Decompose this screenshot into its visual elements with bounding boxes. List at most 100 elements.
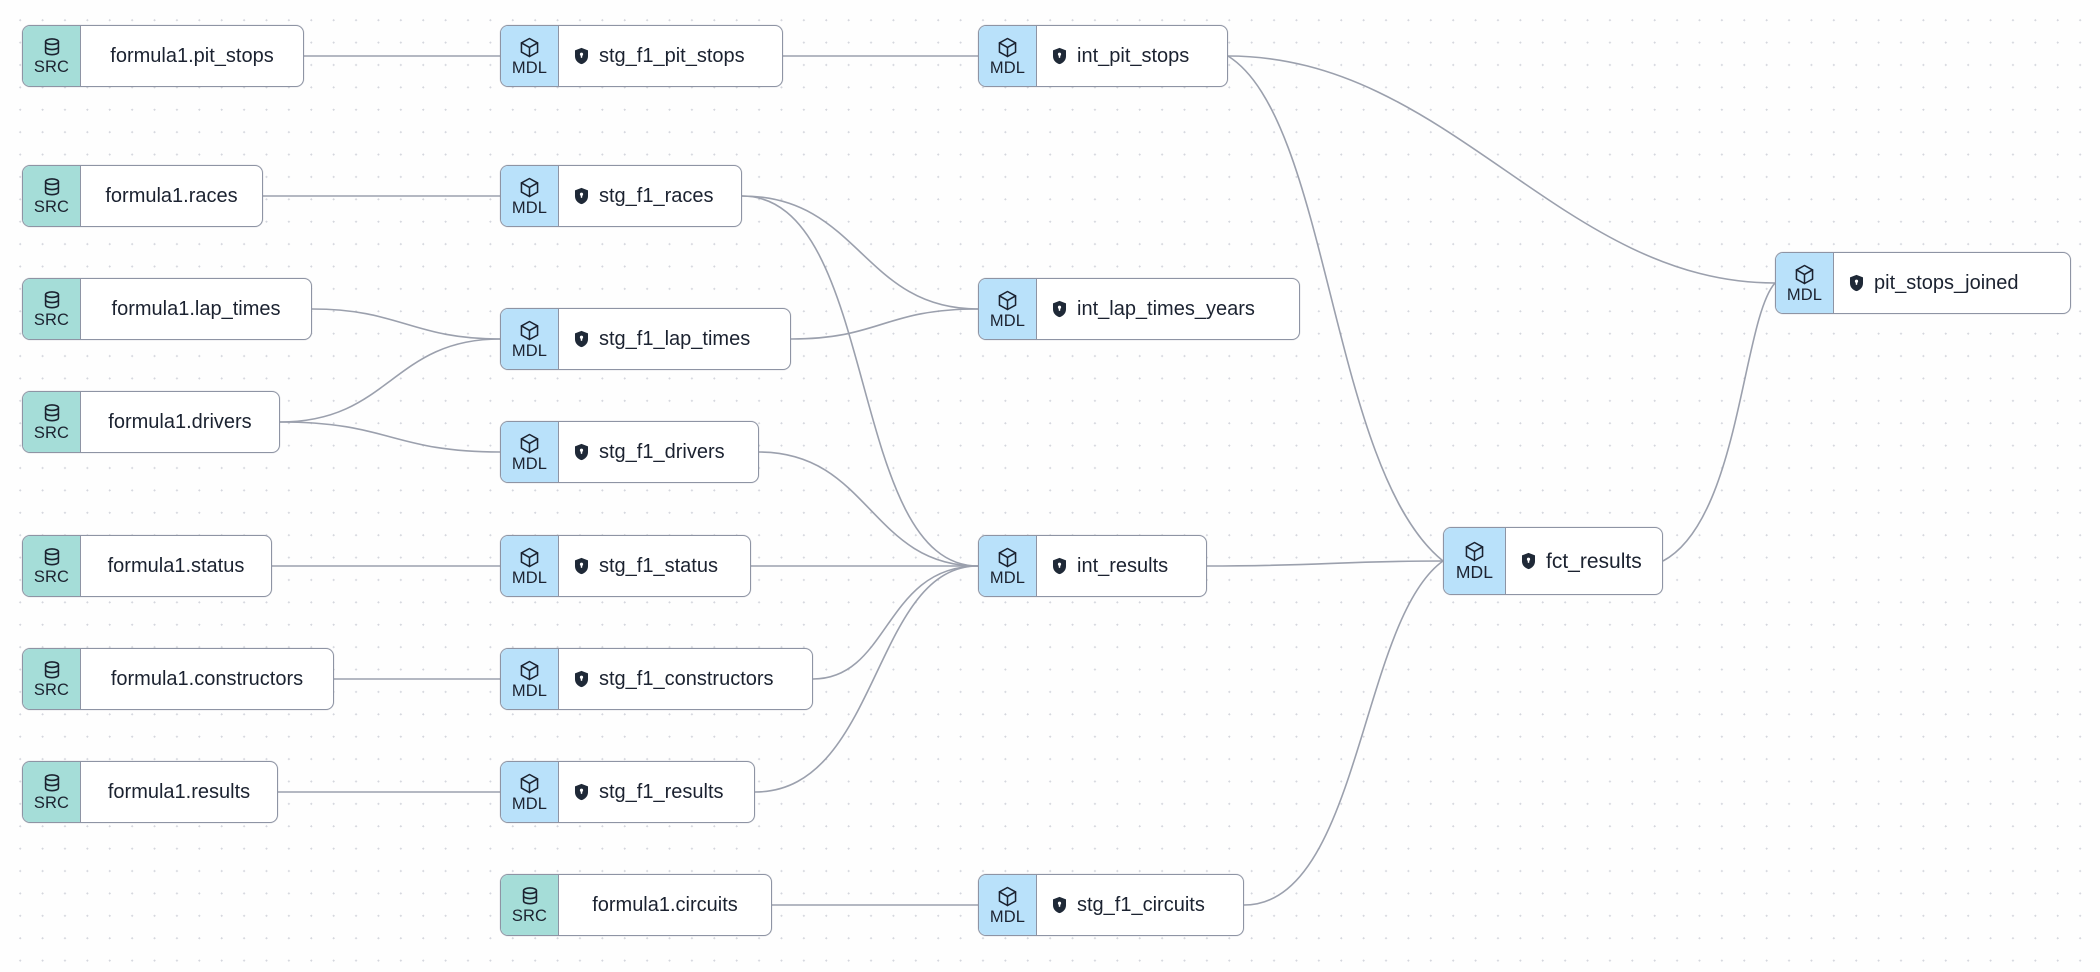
graph-node-stg_constructors[interactable]: MDL stg_f1_constructors — [500, 648, 813, 710]
cube-icon — [518, 36, 541, 59]
node-type-label: MDL — [1786, 285, 1823, 304]
cube-icon — [996, 885, 1019, 908]
shield-icon — [1051, 896, 1068, 914]
node-body-stg_circuits: stg_f1_circuits — [1037, 875, 1243, 935]
cube-icon — [518, 176, 541, 199]
graph-node-src_pit_stops[interactable]: SRC formula1.pit_stops — [22, 25, 304, 87]
node-body-src_results: formula1.results — [81, 762, 277, 822]
cube-icon — [1793, 263, 1816, 286]
graph-node-src_drivers[interactable]: SRC formula1.drivers — [22, 391, 280, 453]
node-body-pit_stops_joined: pit_stops_joined — [1834, 253, 2070, 313]
node-body-src_circuits: formula1.circuits — [559, 875, 771, 935]
cube-icon — [996, 36, 1019, 59]
graph-node-stg_races[interactable]: MDL stg_f1_races — [500, 165, 742, 227]
graph-node-src_races[interactable]: SRC formula1.races — [22, 165, 263, 227]
graph-node-stg_results[interactable]: MDL stg_f1_results — [500, 761, 755, 823]
database-icon — [41, 402, 63, 424]
graph-node-src_circuits[interactable]: SRC formula1.circuits — [500, 874, 772, 936]
graph-node-stg_lap_times[interactable]: MDL stg_f1_lap_times — [500, 308, 791, 370]
shield-icon — [1051, 557, 1068, 575]
node-label-stg_results: stg_f1_results — [599, 781, 724, 803]
node-label-src_results: formula1.results — [107, 781, 251, 803]
node-body-int_lap_times_years: int_lap_times_years — [1037, 279, 1299, 339]
node-type-label: MDL — [989, 311, 1026, 330]
graph-node-int_pit_stops[interactable]: MDL int_pit_stops — [978, 25, 1228, 87]
cube-icon — [518, 319, 541, 342]
database-icon — [41, 546, 63, 568]
edge-int_results-to-fct_results — [1206, 560, 1444, 567]
shield-icon — [573, 443, 590, 461]
graph-node-int_results[interactable]: MDL int_results — [978, 535, 1207, 597]
database-icon — [519, 885, 541, 907]
edge-stg_constructors-to-int_results — [812, 565, 979, 680]
node-label-src_pit_stops: formula1.pit_stops — [110, 45, 274, 67]
node-type-badge-stg_circuits: MDL — [979, 875, 1037, 935]
node-label-stg_constructors: stg_f1_constructors — [599, 668, 774, 690]
shield-icon — [573, 330, 590, 348]
node-type-label: SRC — [33, 58, 70, 77]
node-type-badge-pit_stops_joined: MDL — [1776, 253, 1834, 313]
node-type-badge-stg_constructors: MDL — [501, 649, 559, 709]
node-label-src_drivers: formula1.drivers — [108, 411, 252, 433]
node-label-int_results: int_results — [1077, 555, 1169, 577]
node-body-src_lap_times: formula1.lap_times — [81, 279, 311, 339]
node-label-src_races: formula1.races — [105, 185, 238, 207]
node-type-label: SRC — [33, 424, 70, 443]
node-type-label: MDL — [989, 568, 1026, 587]
node-type-badge-src_pit_stops: SRC — [23, 26, 81, 86]
cube-icon — [518, 546, 541, 569]
graph-node-stg_pit_stops[interactable]: MDL stg_f1_pit_stops — [500, 25, 783, 87]
node-label-pit_stops_joined: pit_stops_joined — [1874, 272, 2019, 294]
edge-stg_drivers-to-int_results — [758, 451, 979, 567]
node-type-label: MDL — [989, 58, 1026, 77]
node-label-stg_lap_times: stg_f1_lap_times — [599, 328, 751, 350]
node-type-label: MDL — [511, 198, 548, 217]
node-label-int_lap_times_years: int_lap_times_years — [1077, 298, 1255, 320]
shield-icon — [1520, 552, 1537, 570]
node-type-label: SRC — [511, 907, 548, 926]
node-label-stg_pit_stops: stg_f1_pit_stops — [599, 45, 745, 67]
node-type-badge-src_circuits: SRC — [501, 875, 559, 935]
graph-node-int_lap_times_years[interactable]: MDL int_lap_times_years — [978, 278, 1300, 340]
graph-node-src_constructors[interactable]: SRC formula1.constructors — [22, 648, 334, 710]
edge-int_pit_stops-to-pit_stops_joined — [1227, 55, 1776, 284]
node-type-badge-stg_pit_stops: MDL — [501, 26, 559, 86]
node-type-badge-src_drivers: SRC — [23, 392, 81, 452]
shield-icon — [573, 187, 590, 205]
cube-icon — [518, 432, 541, 455]
node-type-label: SRC — [33, 198, 70, 217]
node-label-int_pit_stops: int_pit_stops — [1077, 45, 1190, 67]
node-body-stg_results: stg_f1_results — [559, 762, 754, 822]
node-type-label: MDL — [511, 341, 548, 360]
node-type-badge-fct_results: MDL — [1444, 528, 1506, 594]
node-type-label: SRC — [33, 681, 70, 700]
node-type-badge-stg_results: MDL — [501, 762, 559, 822]
cube-icon — [996, 546, 1019, 569]
node-type-badge-stg_races: MDL — [501, 166, 559, 226]
node-body-stg_races: stg_f1_races — [559, 166, 741, 226]
shield-icon — [1051, 300, 1068, 318]
node-type-badge-src_results: SRC — [23, 762, 81, 822]
shield-icon — [573, 783, 590, 801]
graph-node-src_results[interactable]: SRC formula1.results — [22, 761, 278, 823]
node-body-int_results: int_results — [1037, 536, 1206, 596]
graph-node-pit_stops_joined[interactable]: MDL pit_stops_joined — [1775, 252, 2071, 314]
node-type-badge-int_results: MDL — [979, 536, 1037, 596]
node-body-stg_pit_stops: stg_f1_pit_stops — [559, 26, 782, 86]
node-body-stg_lap_times: stg_f1_lap_times — [559, 309, 790, 369]
node-type-badge-int_pit_stops: MDL — [979, 26, 1037, 86]
node-label-src_constructors: formula1.constructors — [110, 668, 304, 690]
node-body-src_constructors: formula1.constructors — [81, 649, 333, 709]
node-type-label: MDL — [511, 454, 548, 473]
shield-icon — [573, 47, 590, 65]
database-icon — [41, 289, 63, 311]
node-type-badge-src_races: SRC — [23, 166, 81, 226]
